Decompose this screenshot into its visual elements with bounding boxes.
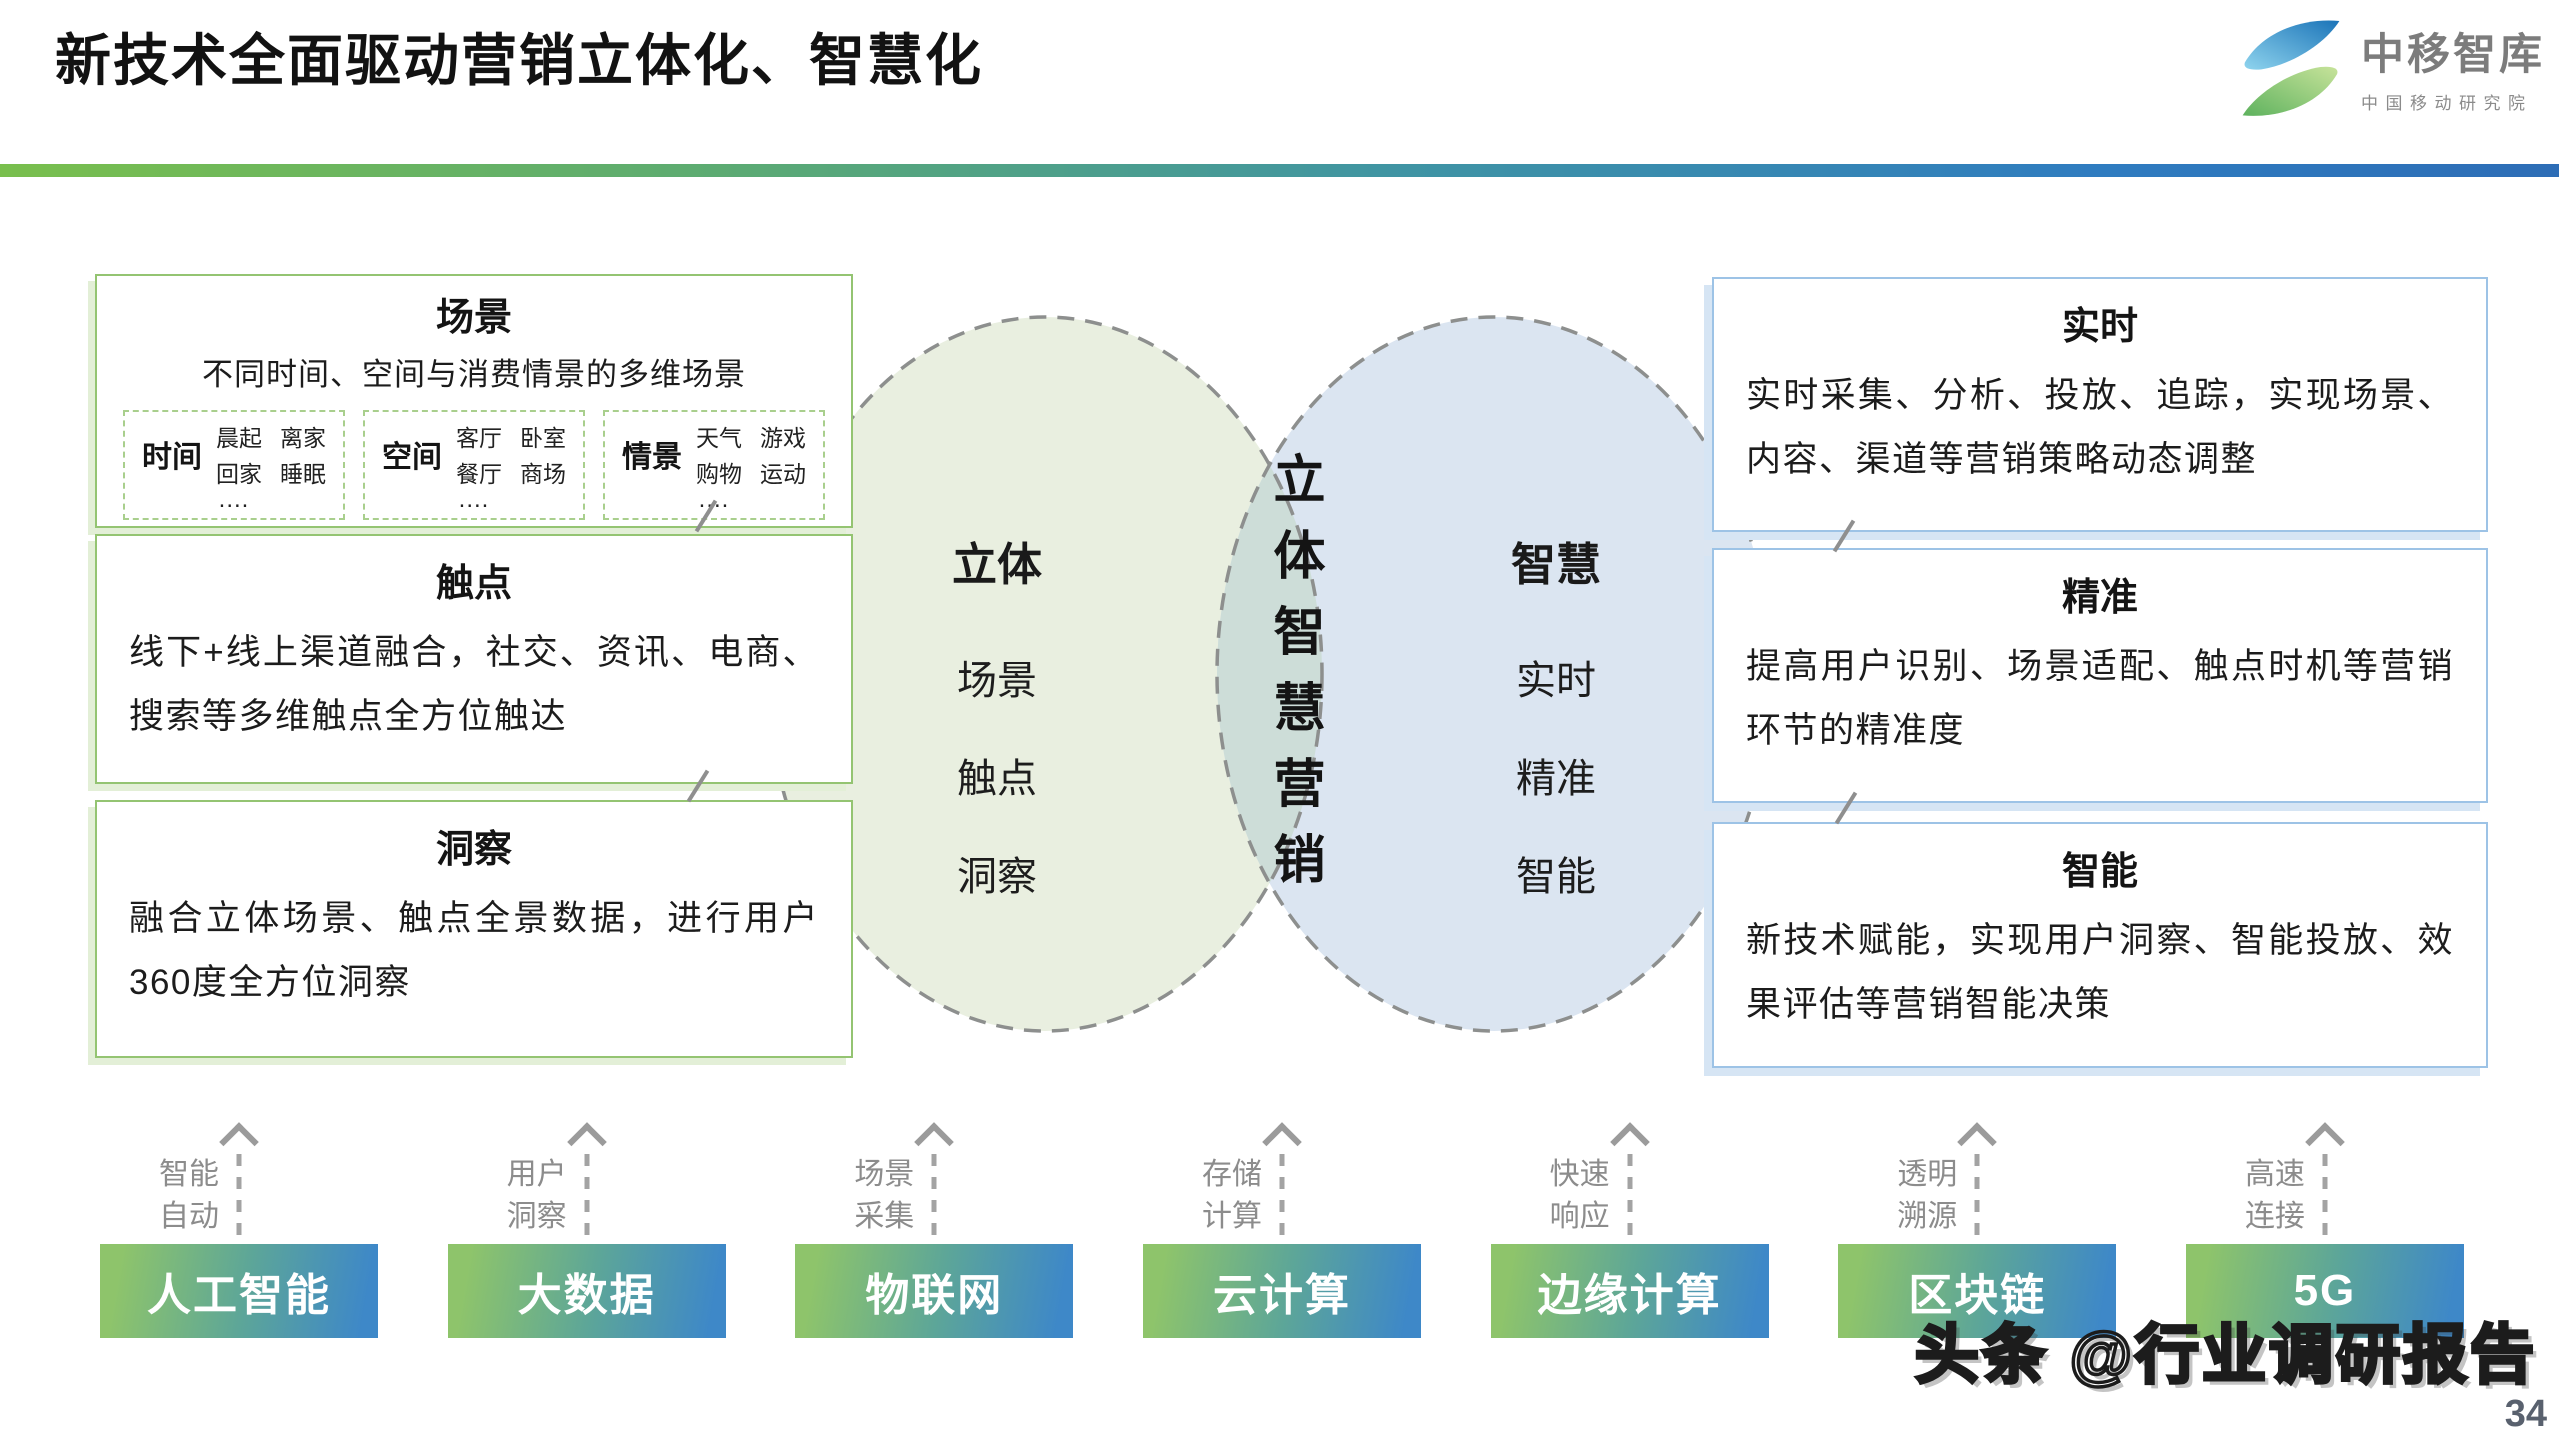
subbox-item: 天气 [696,425,742,452]
card-title: 实时 [2061,306,2138,348]
benefit-label: 高速 连接 [2244,1158,2305,1233]
venn-right-item: 精准 [1516,757,1596,801]
tech-blockchain: 透明 溯源 区块链 [1838,1122,2117,1340]
logo-icon [2242,20,2340,116]
logo-name: 中移智库 [2361,31,2545,79]
space-subbox: 空间 客厅 卧室 餐厅 商场 .... [363,410,585,520]
tech-edge: 快速 响应 边缘计算 [1490,1122,1769,1340]
tech-button-ai: 人工智能 [100,1244,378,1338]
realtime-card: 实时 实时采集、分析、投放、追踪，实现场景、内容、渠道等营销策略动态调整 [1712,277,2488,532]
subbox-label: 时间 [142,441,202,475]
tech-button-cloud: 云计算 [1142,1244,1421,1338]
venn-diagram [766,315,1773,1033]
time-subbox: 时间 晨起 离家 回家 睡眠 .... [123,410,345,520]
venn-left-item: 洞察 [957,855,1037,899]
venn-left-ellipse [768,317,1322,1031]
subbox-item: 卧室 [520,425,566,452]
subbox-item: 离家 [280,425,326,452]
subbox-label: 情景 [622,441,682,475]
tech-5g: 高速 连接 5G [2185,1122,2464,1340]
subbox-item: 客厅 [456,425,502,452]
subbox-item: 餐厅 [456,461,502,488]
benefit-label: 透明 溯源 [1897,1158,1958,1233]
subbox-more: .... [218,486,250,514]
subbox-item: 睡眠 [280,461,326,488]
tech-button-bigdata: 大数据 [447,1244,726,1338]
card-title: 精准 [2061,577,2138,619]
dashed-arrow [931,1154,937,1246]
dashed-arrow [2322,1154,2328,1246]
card-desc: 线下+线上渠道融合，社交、资讯、电商、搜索等多维触点全方位触达 [129,633,819,736]
venn-left-item: 场景 [957,659,1037,703]
subbox-item: 游戏 [760,425,806,452]
card-title: 智能 [2061,851,2138,893]
subbox-label: 空间 [382,441,442,475]
logo: 中移智库 中国移动研究院 [2225,8,2545,126]
header-divider [0,164,2559,177]
subbox-item: 购物 [696,461,742,488]
tech-bigdata: 用户 洞察 大数据 [447,1122,726,1340]
tech-iot: 场景 采集 物联网 [795,1122,1074,1340]
dashed-arrow [584,1154,590,1246]
dashed-arrow [1974,1154,1980,1246]
touchpoint-card: 触点 线下+线上渠道融合，社交、资讯、电商、搜索等多维触点全方位触达 [95,534,853,784]
logo-subtitle: 中国移动研究院 [2361,94,2533,113]
scene-card: 场景 不同时间、空间与消费情景的多维场景 时间 晨起 离家 回家 睡眠 ....… [95,274,853,528]
subbox-item: 商场 [520,461,566,488]
benefit-label: 快速 响应 [1549,1158,1610,1233]
card-desc: 融合立体场景、触点全景数据，进行用户360度全方位洞察 [129,899,819,1002]
subbox-more: .... [458,486,490,514]
venn-right-label: 智慧 [1510,539,1601,590]
technology-row: 智能 自动 人工智能 用户 洞察 大数据 场景 [100,1122,2464,1340]
intelligence-card: 智能 新技术赋能，实现用户洞察、智能投放、效果评估等营销智能决策 [1712,822,2488,1068]
tech-cloud: 存储 计算 云计算 [1142,1122,1421,1340]
benefit-label: 存储 计算 [1201,1158,1262,1233]
benefit-label: 用户 洞察 [506,1158,567,1233]
page-number: 34 [2504,1393,2547,1435]
tech-button-blockchain: 区块链 [1838,1244,2117,1338]
precision-card: 精准 提高用户识别、场景适配、触点时机等营销环节的精准度 [1712,548,2488,803]
card-desc: 不同时间、空间与消费情景的多维场景 [202,357,746,392]
venn-right-item: 智能 [1516,855,1596,899]
venn-center-title: 立体智慧营销 [1265,452,1323,908]
dashed-arrow [1279,1154,1285,1246]
tech-button-iot: 物联网 [795,1244,1074,1338]
tech-button-5g: 5G [2185,1244,2464,1338]
subbox-item: 运动 [760,461,806,488]
venn-left-item: 触点 [957,757,1037,801]
benefit-label: 场景 采集 [854,1158,915,1233]
venn-right-ellipse [1217,317,1771,1031]
dashed-arrow [1627,1154,1633,1246]
card-desc: 新技术赋能，实现用户洞察、智能投放、效果评估等营销智能决策 [1746,921,2454,1024]
benefit-label: 智能 自动 [159,1158,219,1233]
dashed-arrow [236,1154,242,1246]
card-desc: 提高用户识别、场景适配、触点时机等营销环节的精准度 [1746,647,2454,750]
tech-ai: 智能 自动 人工智能 [100,1122,378,1340]
card-desc: 实时采集、分析、投放、追踪，实现场景、内容、渠道等营销策略动态调整 [1746,376,2454,479]
card-title: 场景 [435,297,512,339]
subbox-item: 晨起 [216,425,262,452]
page-title: 新技术全面驱动营销立体化、智慧化 [55,29,983,92]
insight-card: 洞察 融合立体场景、触点全景数据，进行用户360度全方位洞察 [95,800,853,1058]
card-title: 触点 [435,563,512,605]
watermark: 头条 @行业调研报告 [1913,1317,2537,1393]
card-title: 洞察 [435,829,512,871]
tech-button-edge: 边缘计算 [1490,1244,1769,1338]
venn-left-label: 立体 [951,539,1042,590]
venn-right-item: 实时 [1516,659,1596,703]
subbox-item: 回家 [216,461,262,488]
